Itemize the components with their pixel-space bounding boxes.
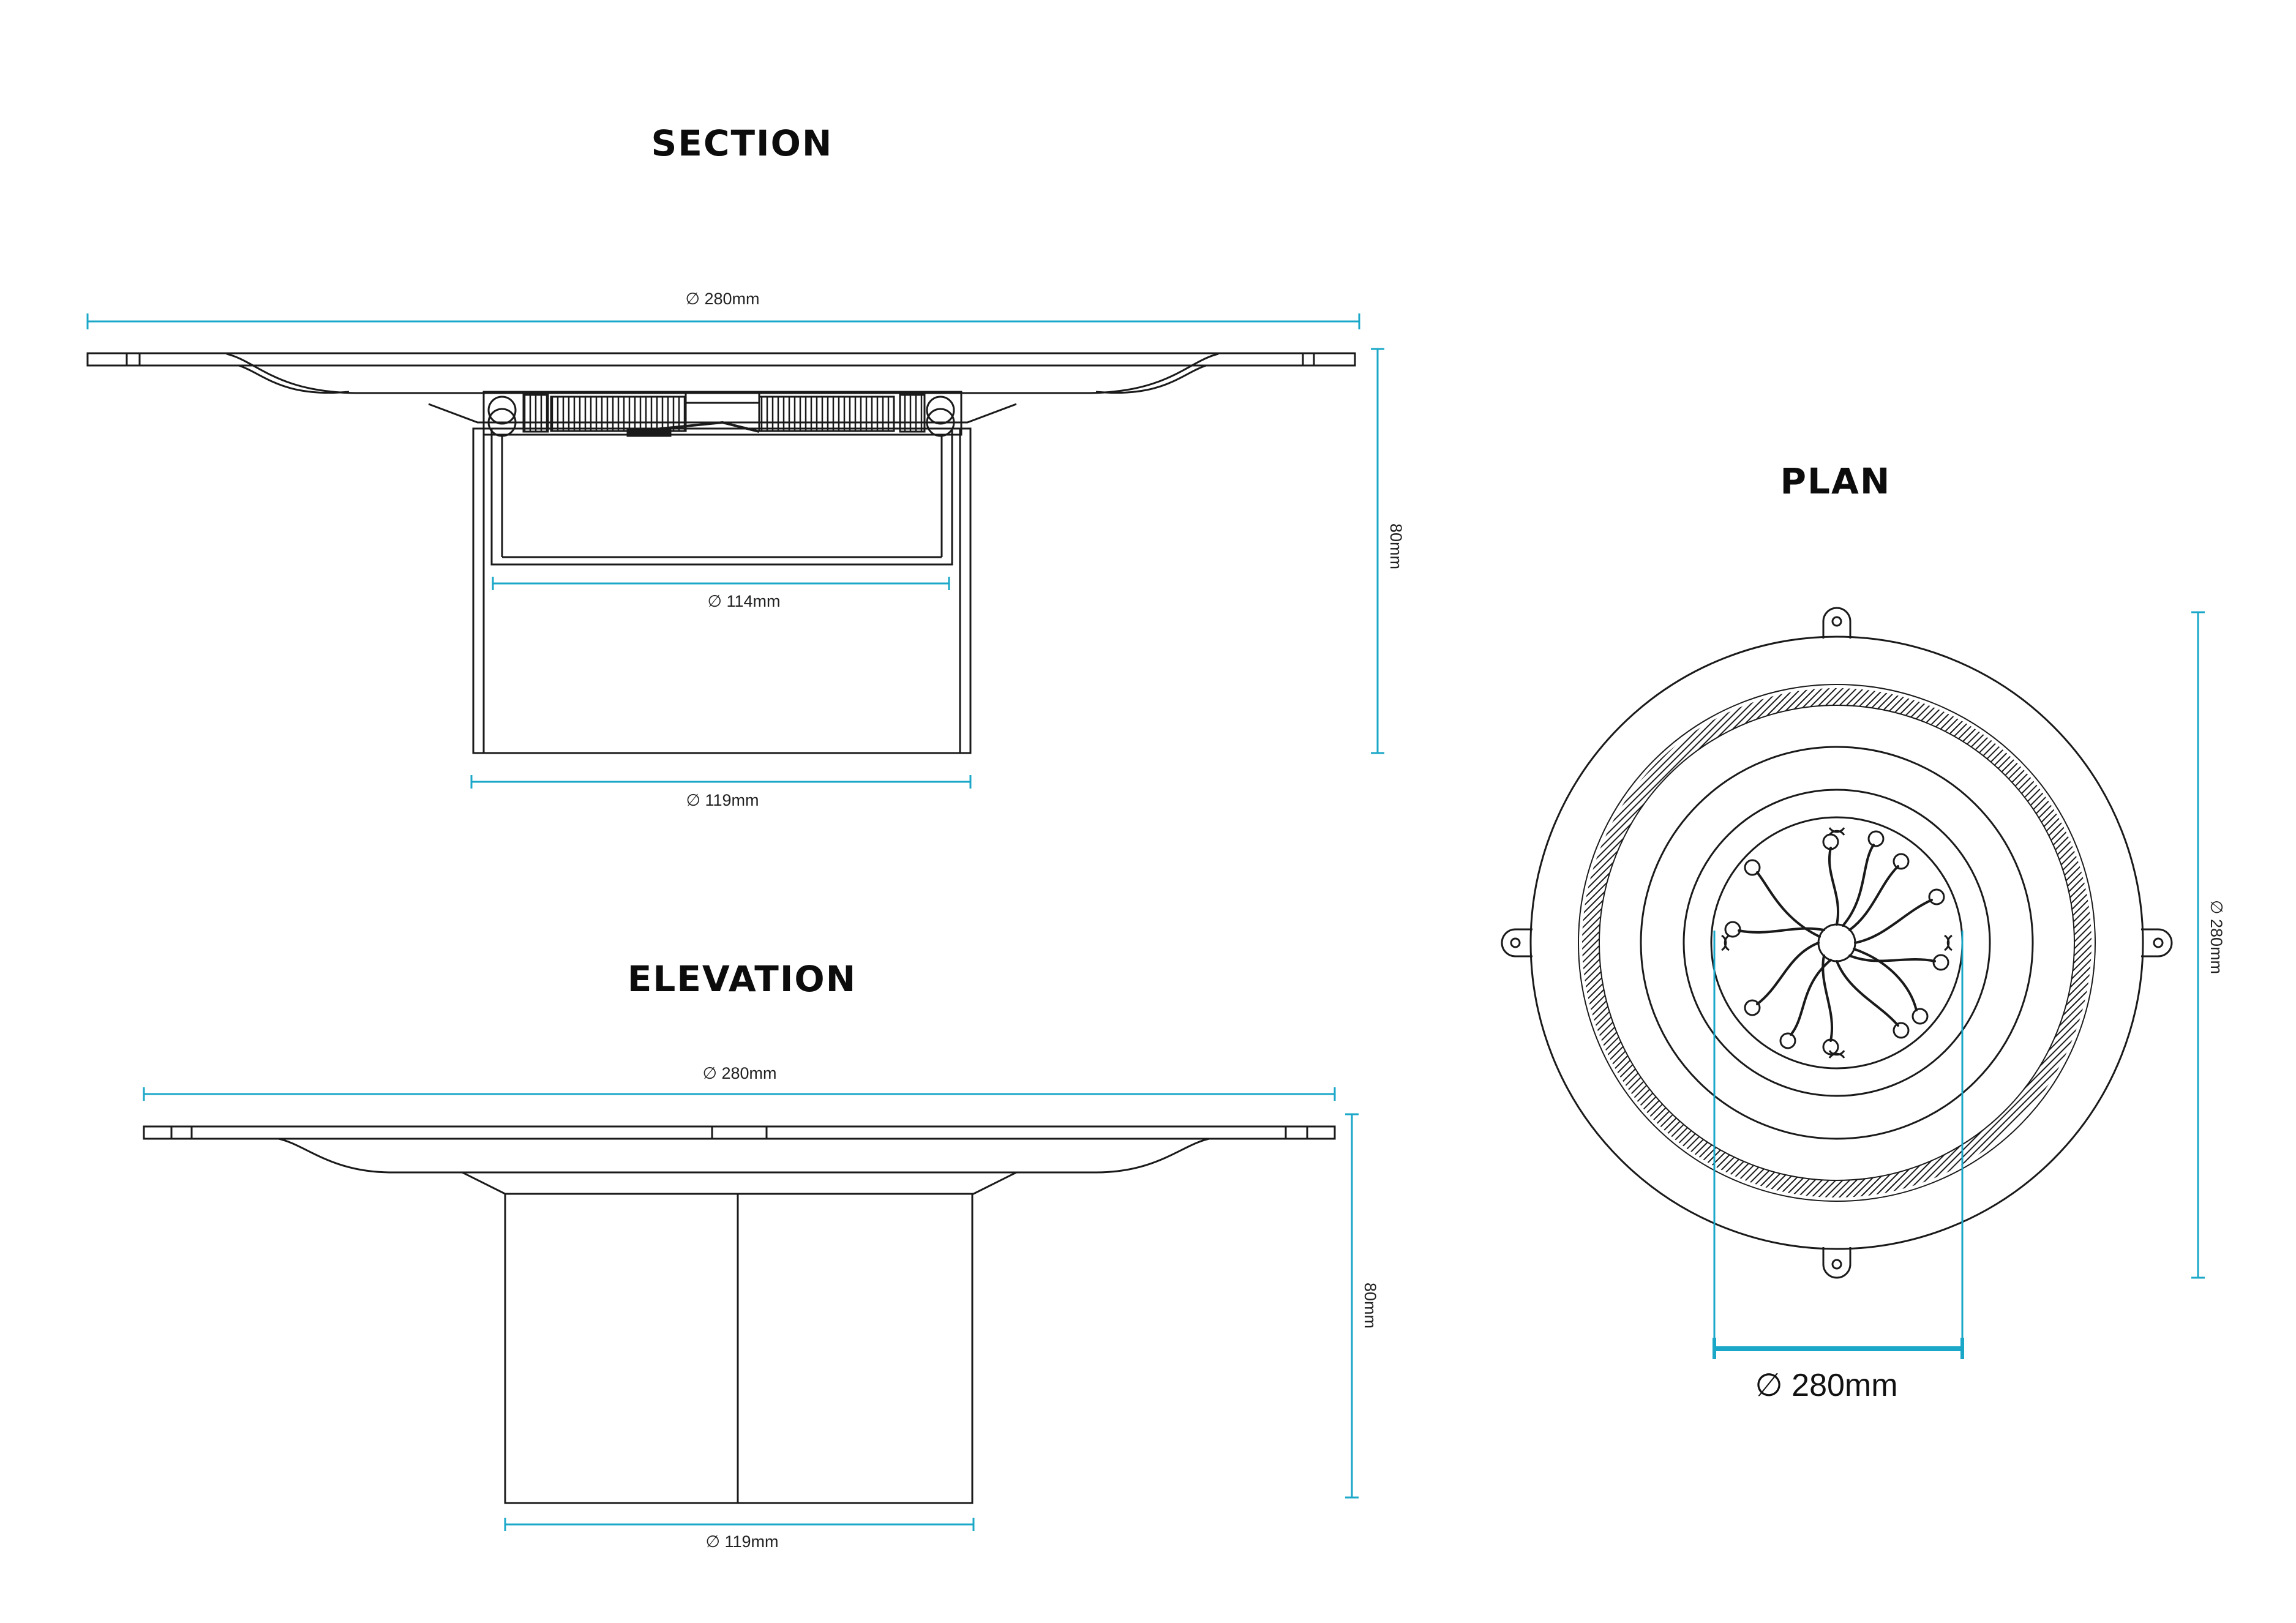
elevation-title: ELEVATION: [627, 958, 857, 1000]
section-dim-bottom: ∅ 119mm: [686, 791, 759, 809]
plan-mounting-tabs: [1501, 607, 2173, 1279]
plan-grate: [1710, 816, 1964, 1070]
section-inner-pot: [490, 427, 953, 566]
elevation-view: [143, 1125, 1336, 1504]
elevation-dim-height: 80mm: [1361, 1283, 1379, 1329]
plan-dim-vertical: ∅ 280mm: [2207, 900, 2226, 975]
elevation-bowl: [278, 1138, 1210, 1174]
section-dim-top: ∅ 280mm: [685, 290, 760, 308]
section-dim-height: 80mm: [1387, 523, 1405, 570]
section-dim-inner: ∅ 114mm: [707, 592, 781, 610]
plan-title: PLAN: [1780, 460, 1891, 502]
elevation-dim-top: ∅ 280mm: [702, 1064, 777, 1082]
elevation-flange: [143, 1125, 1336, 1140]
section-bowl: [226, 353, 1219, 394]
section-title: SECTION: [651, 122, 833, 164]
section-body: [472, 427, 972, 754]
elevation-dim-bottom: ∅ 119mm: [705, 1532, 779, 1551]
plan-dark-ring: [1582, 688, 2092, 1198]
plan-outer-rim: [1529, 635, 2144, 1250]
section-flange: [86, 352, 1356, 367]
section-view: [86, 352, 1356, 754]
dimension-lines: [86, 313, 2205, 1531]
plan-view: [1501, 607, 2173, 1279]
plan-dim-bottom: ∅ 280mm: [1755, 1368, 1898, 1403]
